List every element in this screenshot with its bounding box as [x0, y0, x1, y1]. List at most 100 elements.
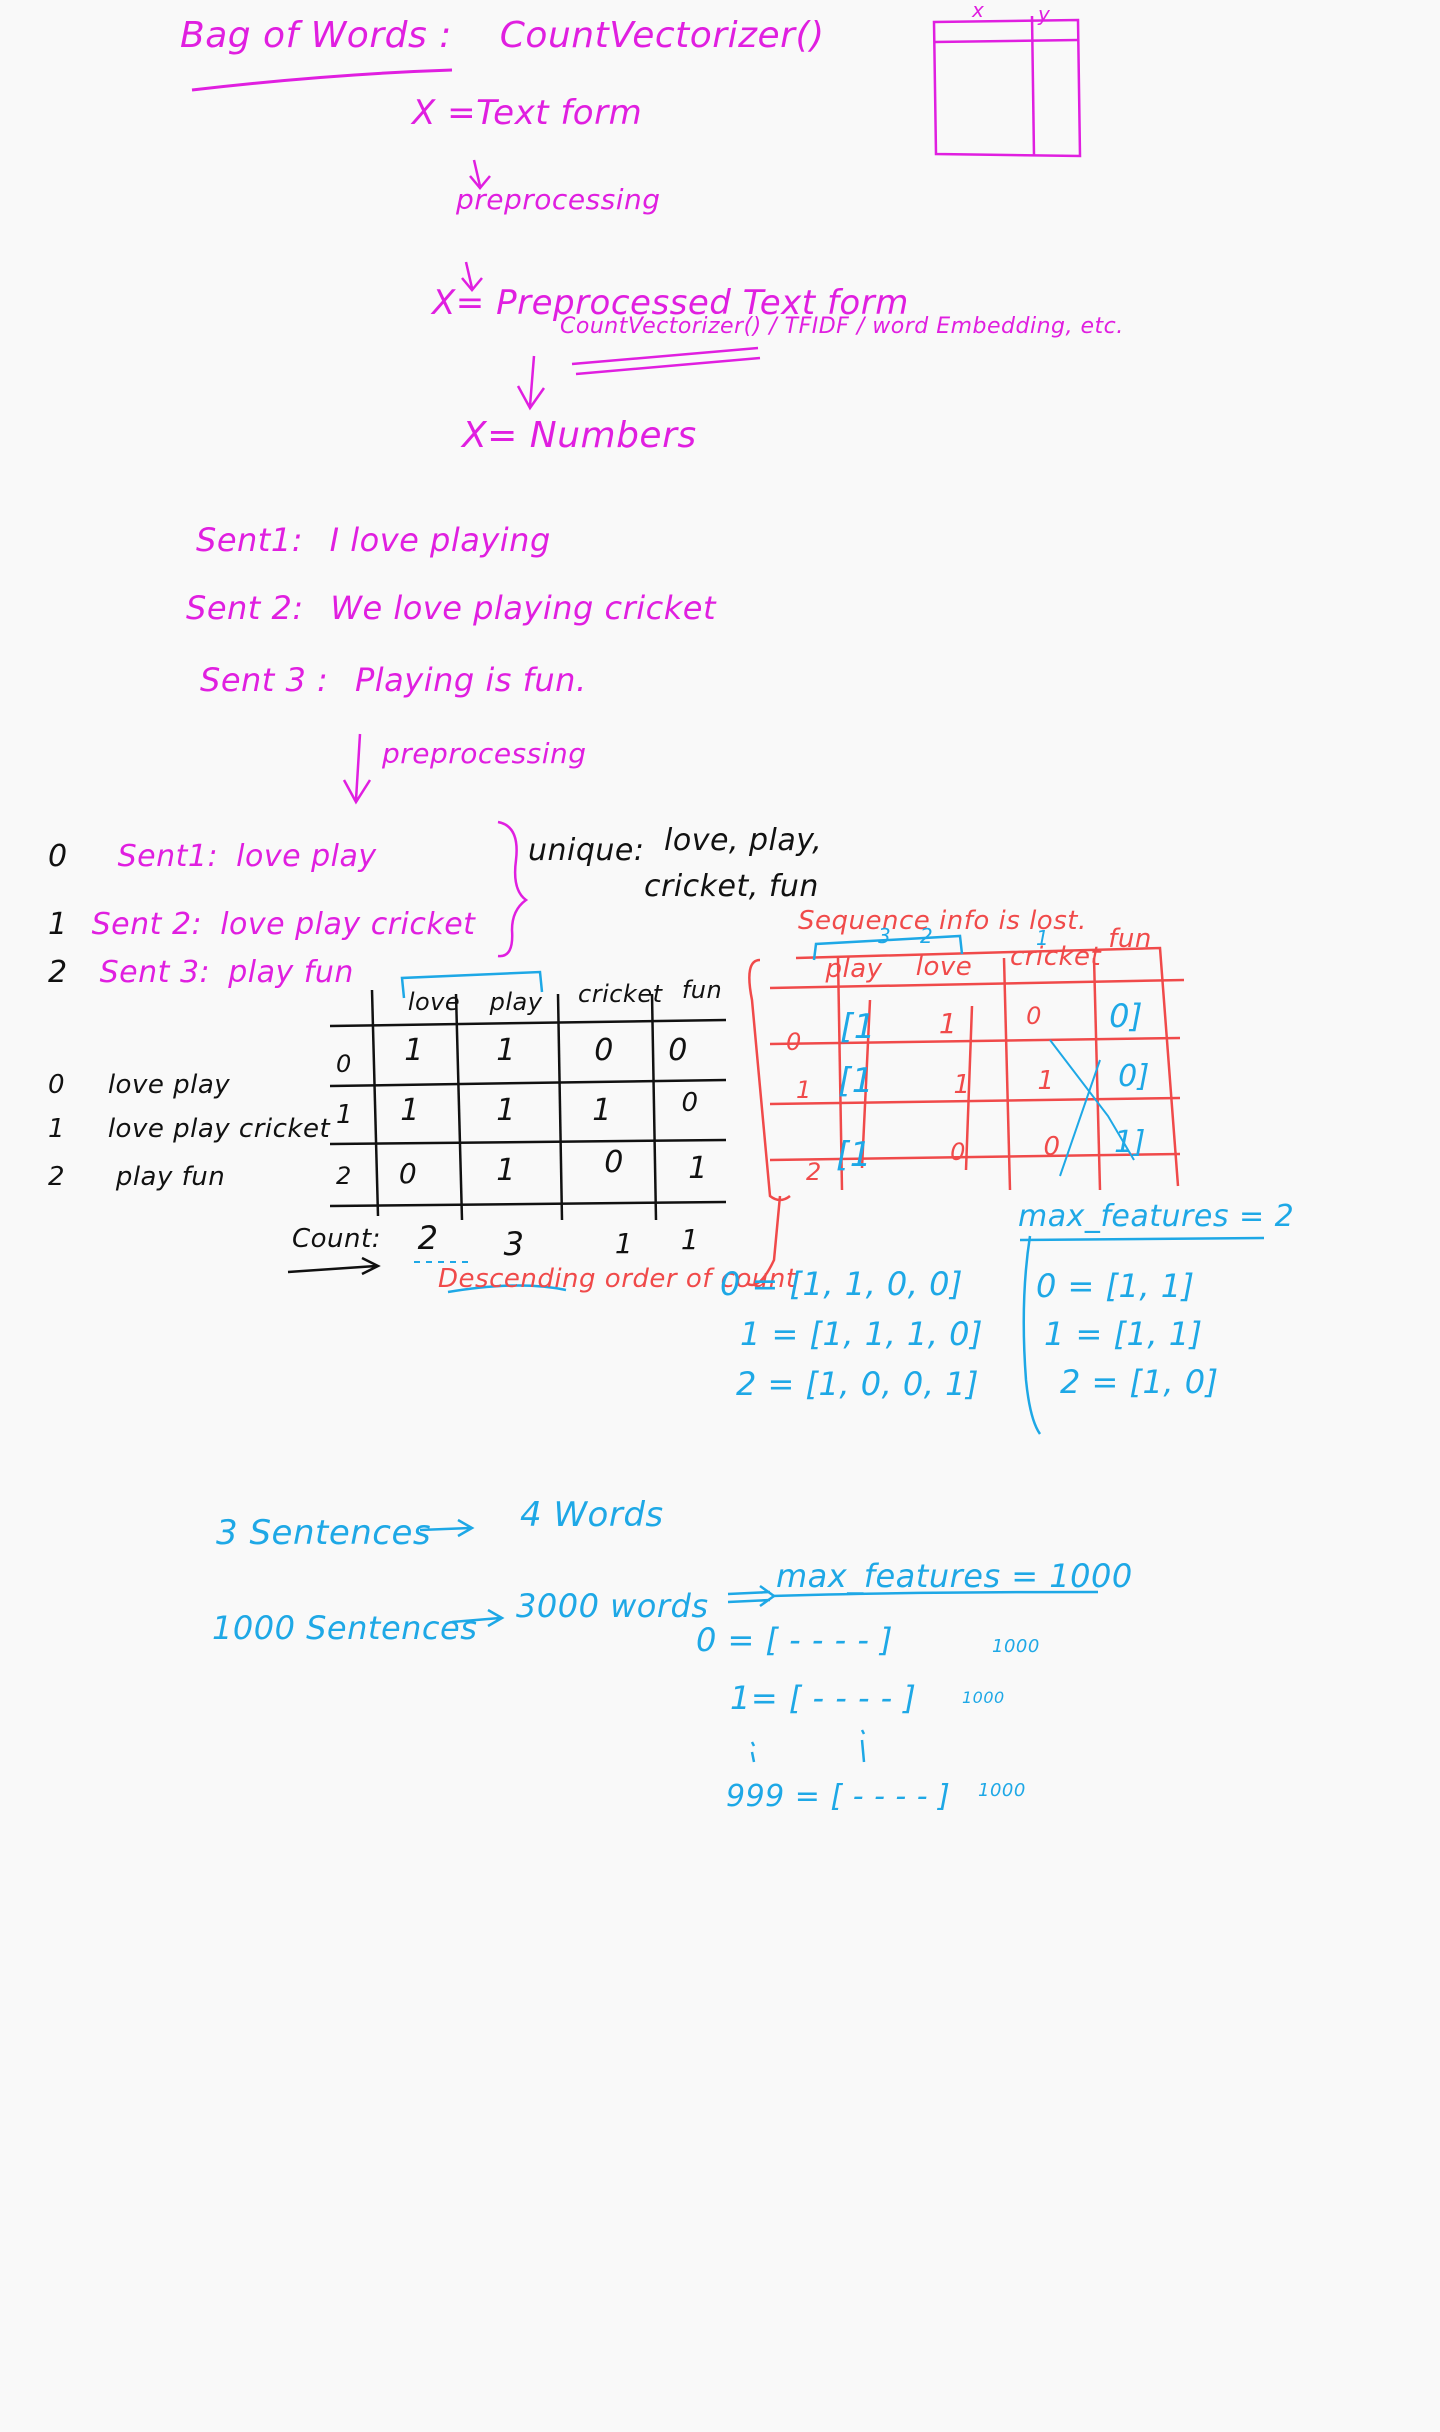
vector-0: 0 = [1, 1, 0, 0]	[720, 1265, 963, 1303]
row-index: 1	[48, 1114, 66, 1144]
scaling-vector-1: 1= [ - - - - ]	[730, 1679, 917, 1717]
flow-arrow-4	[342, 733, 372, 805]
red-header: cricket	[1010, 942, 1102, 972]
descending-label: Descending order of count	[438, 1264, 797, 1294]
red-cell: 1	[1037, 1066, 1055, 1096]
bow-cell: 1	[496, 1093, 516, 1128]
red-cell: 0]	[1118, 1059, 1150, 1094]
sentence-label: Sent1:	[196, 521, 303, 559]
sentence-1: Sent1: I love playing	[196, 524, 551, 556]
row-text: play fun	[115, 1162, 226, 1192]
bow-row-index: 0	[336, 1050, 352, 1078]
top-count: 3	[878, 924, 892, 948]
title-colon: :	[439, 15, 452, 56]
red-header: fun	[1108, 924, 1152, 954]
bow-cell: 0	[398, 1157, 418, 1190]
xy-col-x: x	[972, 0, 985, 22]
bow-cell: 1	[592, 1093, 612, 1128]
red-header: love	[915, 952, 973, 982]
bow-row-index: 1	[336, 1100, 354, 1130]
top-count: 1	[1036, 926, 1050, 950]
processed-text: love play	[236, 839, 377, 874]
xy-col-y: y	[1038, 2, 1051, 26]
count-value: 1	[680, 1223, 700, 1256]
max-vector-2: 2 = [1, 0]	[1060, 1363, 1219, 1401]
sentence-3: Sent 3 : Playing is fun.	[200, 664, 587, 696]
rows-list-item-2: 2 play fun	[48, 1164, 225, 1190]
bow-cell: 1	[496, 1033, 516, 1068]
sentence-label: Sent 3 :	[200, 661, 329, 699]
unique-brace	[497, 820, 529, 958]
scaling-max-features: max_features = 1000	[776, 1557, 1133, 1595]
method-underline	[571, 346, 761, 376]
processed-sentence-0: 0 Sent1: love play	[48, 842, 377, 872]
flow-step-methods: CountVectorizer() / TFIDF / word Embeddi…	[560, 314, 1124, 339]
bow-cell: 0	[668, 1033, 688, 1068]
title-underline	[191, 68, 453, 92]
flow-step-numbers: X= Numbers	[462, 415, 697, 456]
processed-label: Sent 3:	[99, 955, 211, 990]
bow-cell: 1	[496, 1153, 516, 1188]
flow-step-text-form: X =Text form	[412, 93, 643, 133]
row-index: 2	[48, 1162, 66, 1192]
red-cell: 1]	[1114, 1125, 1146, 1160]
scaling-vector-0: 0 = [ - - - - ]	[696, 1621, 894, 1659]
red-cell: 0	[1026, 1002, 1042, 1030]
row-index: 2	[48, 955, 68, 990]
processed-text: play fun	[228, 955, 354, 990]
count-value: 1	[614, 1227, 634, 1260]
sentence-text: We love playing cricket	[330, 589, 716, 627]
scaling-words: 4 Words	[520, 1495, 664, 1535]
bow-header: cricket	[578, 980, 663, 1008]
red-row-index: 1	[796, 1076, 812, 1104]
flow-arrow-3	[516, 355, 546, 411]
red-cell: 1	[953, 1070, 971, 1100]
processed-label: Sent 2:	[91, 907, 203, 942]
row-text: love play	[107, 1070, 231, 1100]
processed-text: love play cricket	[220, 907, 476, 942]
vector-divider	[1022, 1235, 1042, 1435]
count-value: 2	[417, 1219, 439, 1257]
bow-header: fun	[681, 976, 723, 1004]
red-cell: [1	[838, 1061, 874, 1101]
count-value: 3	[503, 1225, 525, 1263]
bow-cell: 1	[400, 1093, 420, 1128]
vector-2: 2 = [1, 0, 0, 1]	[736, 1365, 979, 1403]
vector-1: 1 = [1, 1, 1, 0]	[740, 1315, 983, 1353]
bow-row-index: 2	[336, 1162, 352, 1190]
red-cell: 0	[950, 1138, 966, 1166]
scaling-vector-999: 999 = [ - - - - ]	[726, 1779, 951, 1814]
red-cell: 0	[1043, 1132, 1061, 1162]
rows-list-item-1: 1 love play cricket	[48, 1116, 330, 1142]
red-cell: 0]	[1109, 997, 1143, 1035]
sentence-text: I love playing	[329, 521, 551, 559]
title-method: CountVectorizer()	[499, 15, 825, 56]
unique-line-2: cricket, fun	[644, 869, 819, 904]
bow-cell: 1	[688, 1151, 708, 1186]
sentence-label: Sent 2:	[186, 589, 304, 627]
bow-cell: 1	[404, 1033, 424, 1068]
top-count: 2	[920, 924, 934, 948]
sequence-note: Sequence info is lost.	[798, 906, 1087, 936]
scaling-3000-words: 3000 words	[516, 1587, 709, 1625]
bow-header: play	[489, 988, 543, 1016]
red-cell: [1	[840, 1007, 876, 1047]
row-index: 0	[48, 839, 68, 874]
red-row-index: 2	[806, 1158, 822, 1186]
processed-label: Sent1:	[117, 839, 219, 874]
scaling-dim: 1000	[992, 1636, 1040, 1657]
sentence-text: Playing is fun.	[354, 661, 587, 699]
preprocessing-label: preprocessing	[382, 737, 587, 770]
processed-sentence-2: 2 Sent 3: play fun	[48, 958, 354, 988]
scaling-dim: 1000	[962, 1688, 1005, 1707]
unique-line-1: love, play,	[664, 823, 823, 858]
red-header: play	[825, 954, 883, 984]
processed-sentence-1: 1 Sent 2: love play cricket	[48, 910, 475, 940]
row-index: 0	[48, 1070, 66, 1100]
red-cell: [1	[836, 1135, 872, 1175]
scaling-1000-sentences: 1000 Sentences	[212, 1609, 478, 1647]
arrow-implies	[727, 1584, 777, 1608]
flow-step-preprocessed: X= Preprocessed Text form	[432, 283, 909, 323]
flow-step-preprocessing: preprocessing	[456, 183, 661, 216]
red-cell: 1	[938, 1007, 958, 1040]
